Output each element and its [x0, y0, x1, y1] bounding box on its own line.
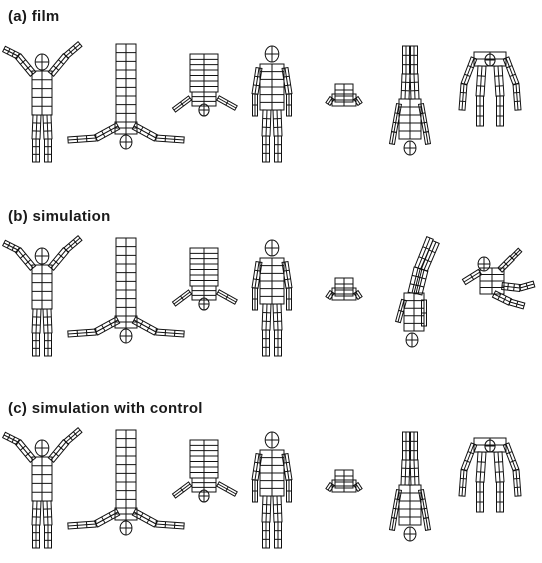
figure-row-simulation-with-control: [3, 428, 521, 548]
stick-figure-inverted-legs-up: [390, 46, 431, 155]
stick-figure-inverted-v-legs: [68, 238, 184, 343]
stick-figure-tuck-small: [326, 278, 362, 300]
stick-figure-standing: [252, 240, 292, 356]
stick-figure-tuck-small: [326, 84, 362, 106]
stick-figure-x-arms-up: [3, 42, 82, 162]
figure-row-film: [3, 42, 521, 162]
stick-figure-inverted-legs-up-tilted: [396, 237, 440, 347]
stick-figure-tucked-bent: [173, 248, 238, 310]
stick-figure-twisted-sprawl: [462, 248, 534, 309]
stick-figure-bent-over: [459, 438, 521, 512]
stick-figure-tucked-bent: [173, 54, 238, 116]
stick-figure-inverted-v-legs: [68, 430, 184, 535]
stick-figure-bent-over: [459, 52, 521, 126]
stick-figure-inverted-legs-up: [390, 432, 431, 541]
stick-figure-tucked-bent: [173, 440, 238, 502]
stick-figure-standing: [252, 46, 292, 162]
stick-figure-x-arms-up: [3, 236, 82, 356]
figure-row-simulation: [3, 236, 535, 356]
stick-figure-tuck-small: [326, 470, 362, 492]
stick-figure-standing: [252, 432, 292, 548]
stick-figure-x-arms-up: [3, 428, 82, 548]
stick-figure-inverted-v-legs: [68, 44, 184, 149]
